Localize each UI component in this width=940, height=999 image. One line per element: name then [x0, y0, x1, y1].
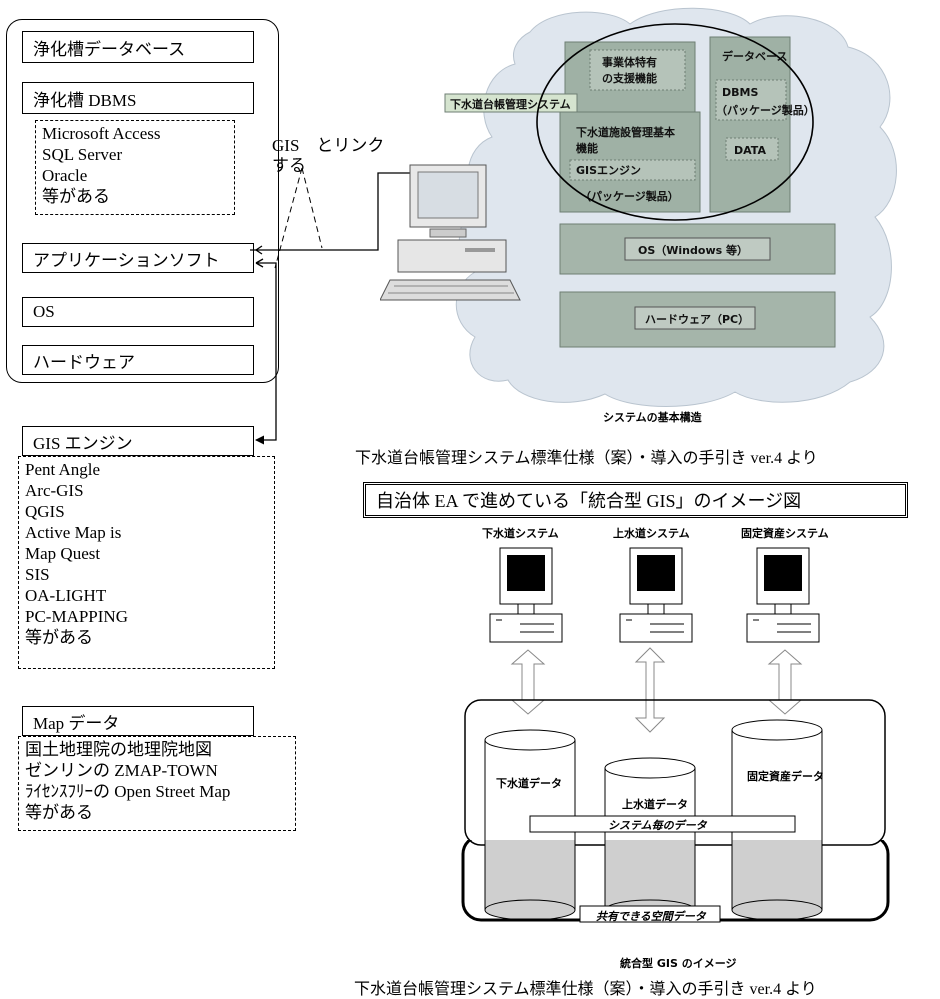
dbms-item: SQL Server — [42, 145, 123, 164]
figure1-source: 下水道台帳管理システム標準仕様（案）・導入の手引き ver.4 より — [355, 450, 818, 467]
dbms-item: 等がある — [42, 187, 110, 206]
arrow-sewer — [510, 649, 546, 715]
system-structure-figure: 事業体特有 の支援機能 下水道施設管理基本 機能 GISエンジン （パッケージ製… — [380, 7, 897, 407]
stack-label: 浄化槽 DBMS — [33, 90, 137, 110]
support-block: 事業体特有 の支援機能 — [564, 41, 696, 113]
gis-engine-label: GISエンジン — [576, 164, 641, 177]
gis-engine-item: Arc-GIS — [25, 481, 84, 500]
map-data-item: 国土地理院の地理院地図 — [25, 740, 212, 759]
arrow-water — [634, 647, 666, 733]
computer-sewer — [489, 547, 563, 643]
system-label: 下水道台帳管理システム — [450, 97, 571, 111]
svg-text:下水道施設管理基本: 下水道施設管理基本 — [576, 125, 675, 139]
integrated-gis-figure — [464, 547, 886, 856]
system-label-water: 上水道システム — [613, 527, 690, 540]
system-label-sewer: 下水道システム — [482, 527, 559, 540]
db-label-sewer: 下水道データ — [496, 777, 562, 790]
system-ellipse — [536, 23, 814, 221]
svg-text:（パッケージ製品）: （パッケージ製品） — [580, 189, 679, 203]
svg-text:DATA: DATA — [734, 144, 766, 157]
base-function-block: 下水道施設管理基本 機能 GISエンジン （パッケージ製品） — [559, 111, 701, 213]
figure2-header: 自治体 EA で進めている「統合型 GIS」のイメージ図 — [376, 491, 802, 511]
stack-box-database: 浄化槽データベース — [22, 31, 254, 63]
db-sewer — [484, 729, 576, 856]
gis-engine-item: SIS — [25, 565, 50, 584]
support-block-label: 事業体特有 — [602, 55, 657, 69]
gis-engine-item: QGIS — [25, 502, 65, 521]
svg-text:ハードウェア（PC）: ハードウェア（PC） — [645, 313, 749, 326]
stack-label: OS — [33, 302, 55, 321]
db-label-water: 上水道データ — [622, 798, 688, 811]
gis-engine-item: PC-MAPPING — [25, 607, 128, 626]
dbms-list: Microsoft Access SQL Server Oracle 等がある — [35, 120, 235, 215]
map-data-list: 国土地理院の地理院地図 ゼンリンの ZMAP-TOWN ﾗｲｾﾝｽﾌﾘｰの Op… — [18, 736, 296, 831]
arrow-property — [767, 649, 803, 715]
gis-engine-item: Pent Angle — [25, 460, 101, 479]
gis-engine-list: Pent Angle Arc-GIS QGIS Active Map is Ma… — [18, 456, 275, 669]
gis-engine-item: 等がある — [25, 628, 93, 647]
os-block: OS（Windows 等） — [559, 223, 836, 275]
gis-engine-item: OA-LIGHT — [25, 586, 107, 605]
figure2-source: 下水道台帳管理システム標準仕様（案）・導入の手引き ver.4 より — [354, 981, 817, 998]
gis-link-label: GIS とリンク する — [272, 136, 385, 175]
system-label-property: 固定資産システム — [741, 527, 829, 540]
svg-text:の支援機能: の支援機能 — [602, 71, 657, 85]
svg-text:OS（Windows 等）: OS（Windows 等） — [638, 243, 748, 257]
stack-box-dbms: 浄化槽 DBMS — [22, 82, 254, 114]
system-data-label: システム毎のデータ — [608, 819, 707, 832]
svg-text:機能: 機能 — [576, 141, 598, 155]
svg-text:DBMS: DBMS — [722, 86, 758, 99]
gis-engine-item: Map Quest — [25, 544, 101, 563]
label-pointer — [274, 167, 323, 269]
shared-data-figure — [461, 840, 890, 923]
figure2-title: 統合型 GIS のイメージ — [620, 957, 737, 970]
computer-water — [619, 547, 693, 643]
map-data-item: ﾗｲｾﾝｽﾌﾘｰの Open Street Map — [25, 782, 231, 801]
shared-data-label: 共有できる空間データ — [596, 910, 706, 923]
stack-box-os: OS — [22, 297, 254, 327]
stack-box-hardware: ハードウェア — [22, 345, 254, 375]
stack-label: アプリケーションソフト — [33, 250, 220, 270]
db-property — [731, 719, 823, 856]
stack-box-application: アプリケーションソフト — [22, 243, 254, 273]
gis-engine-box: GIS エンジン — [22, 426, 254, 456]
map-data-item: 等がある — [25, 803, 93, 822]
hardware-block: ハードウェア（PC） — [559, 291, 836, 348]
gis-engine-item: Active Map is — [25, 523, 122, 542]
dbms-item: Oracle — [42, 166, 88, 185]
stack-label: 浄化槽データベース — [33, 39, 186, 59]
map-data-title: Map データ — [33, 713, 120, 733]
map-data-box: Map データ — [22, 706, 254, 736]
computer-property — [746, 547, 820, 643]
map-data-item: ゼンリンの ZMAP-TOWN — [25, 761, 218, 780]
svg-text:（パッケージ製品）: （パッケージ製品） — [716, 103, 815, 117]
figure1-title: システムの基本構造 — [603, 411, 702, 424]
db-water — [604, 757, 696, 856]
computer-illustration — [380, 164, 521, 301]
gis-engine-title: GIS エンジン — [33, 433, 133, 453]
link-arrow-engine — [255, 262, 277, 445]
figure2-header-box: 自治体 EA で進めている「統合型 GIS」のイメージ図 — [363, 482, 908, 518]
stack-label: ハードウェア — [33, 352, 135, 372]
database-block: データベース DBMS （パッケージ製品） DATA — [709, 36, 815, 213]
dbms-item: Microsoft Access — [42, 124, 161, 143]
db-label-property: 固定資産データ — [747, 770, 824, 783]
stack-frame — [6, 19, 279, 383]
